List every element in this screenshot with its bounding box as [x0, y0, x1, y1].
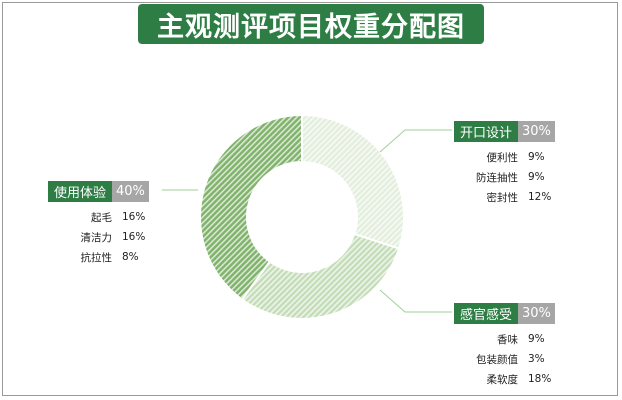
item-value: 12%: [528, 191, 552, 203]
item-label: 清洁力: [80, 231, 113, 244]
item-value: 9%: [528, 171, 545, 183]
item-value: 9%: [528, 151, 545, 163]
item-value: 9%: [528, 333, 545, 345]
donut-slice-2: [199, 113, 303, 301]
chart-frame: [2, 2, 618, 396]
chart-title: 主观测评项目权重分配图: [138, 4, 484, 44]
leader-line-1: [379, 289, 452, 313]
tag-pct-shiyong-tiyan: 40%: [112, 181, 149, 202]
item-value: 16%: [122, 211, 146, 223]
tag-ganguan-ganshou: 感官感受 30%: [454, 303, 555, 324]
item-row: 起毛 16%: [60, 207, 152, 227]
items-shiyong-tiyan: 起毛 16% 清洁力 16% 抗拉性 8%: [60, 207, 152, 267]
tag-name-ganguan-ganshou: 感官感受: [454, 303, 519, 324]
item-label: 防连抽性: [476, 171, 518, 184]
item-value: 8%: [122, 251, 139, 263]
item-value: 18%: [528, 373, 552, 385]
tag-pct-ganguan-ganshou: 30%: [518, 303, 555, 324]
item-label: 便利性: [486, 151, 519, 164]
tag-shiyong-tiyan: 使用体验 40%: [48, 181, 149, 202]
item-row: 便利性 9%: [470, 147, 558, 167]
item-value: 3%: [528, 353, 545, 365]
leader-line-0: [379, 129, 452, 153]
tag-pct-kaikou-sheji: 30%: [518, 121, 555, 142]
item-label: 香味: [497, 333, 518, 346]
item-row: 密封性 12%: [470, 187, 558, 207]
items-kaikou-sheji: 便利性 9% 防连抽性 9% 密封性 12%: [470, 147, 558, 207]
item-row: 柔软度 18%: [470, 369, 558, 389]
item-row: 香味 9%: [470, 329, 558, 349]
item-row: 抗拉性 8%: [60, 247, 152, 267]
tag-name-shiyong-tiyan: 使用体验: [48, 181, 113, 202]
donut-slice-0: [301, 113, 405, 250]
item-label: 密封性: [486, 191, 519, 204]
item-row: 清洁力 16%: [60, 227, 152, 247]
item-row: 防连抽性 9%: [470, 167, 558, 187]
item-value: 16%: [122, 231, 146, 243]
item-label: 包装颜值: [476, 353, 518, 366]
item-label: 起毛: [91, 211, 112, 224]
item-label: 柔软度: [486, 373, 519, 386]
items-ganguan-ganshou: 香味 9% 包装颜值 3% 柔软度 18%: [470, 329, 558, 389]
item-label: 抗拉性: [80, 251, 113, 264]
item-row: 包装颜值 3%: [470, 349, 558, 369]
tag-kaikou-sheji: 开口设计 30%: [454, 121, 555, 142]
tag-name-kaikou-sheji: 开口设计: [454, 121, 519, 142]
donut-slice-1: [240, 232, 401, 320]
